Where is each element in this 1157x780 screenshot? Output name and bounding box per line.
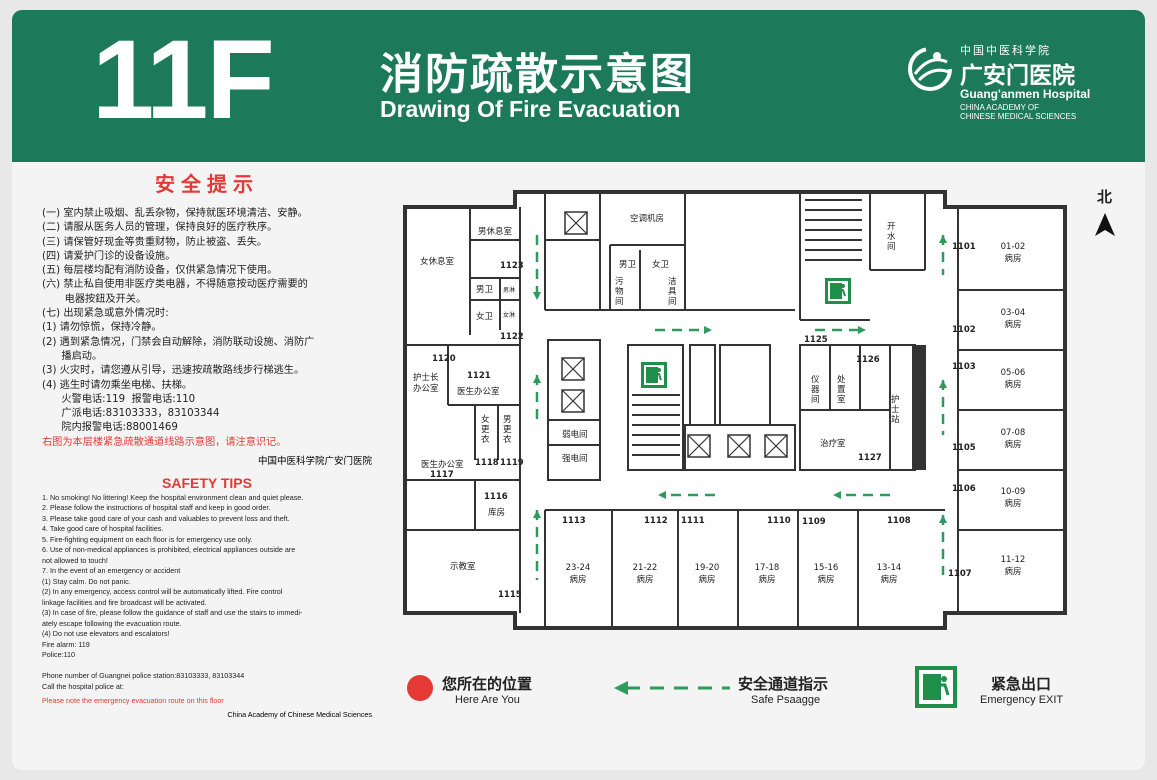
hospital-logo: 中国中医科学院 广安门医院 Guang'anmen Hospital CHINA…	[905, 40, 1105, 130]
notes-title-cn: 安全提示	[155, 172, 259, 196]
legend-route-cn: 安全通道指示	[738, 675, 829, 693]
exit-icon	[915, 666, 957, 708]
legend-exit-en: Emergency EXIT	[980, 694, 1064, 706]
notes-org-en: China Academy of Chinese Medical Science…	[227, 710, 372, 720]
here-dot-icon	[407, 675, 433, 701]
title-english: Drawing Of Fire Evacuation	[380, 96, 681, 122]
notes-body-cn: (一) 室内禁止吸烟、乱丢杂物，保持就医环境清洁、安静。 (二) 请服从医务人员…	[42, 208, 315, 434]
legend-here-en: Here Are You	[455, 694, 520, 706]
logo-line-4: CHINA ACADEMY OF	[960, 103, 1039, 112]
header-banner: 11F 消防疏散示意图 Drawing Of Fire Evacuation 中…	[12, 10, 1145, 162]
logo-line-5: CHINESE MEDICAL SCIENCES	[960, 112, 1077, 121]
logo-icon	[908, 47, 952, 91]
route-arrow-icon	[614, 681, 730, 695]
safety-notes: 安全提示 (一) 室内禁止吸烟、乱丢杂物，保持就医环境清洁、安静。 (二) 请服…	[42, 168, 372, 719]
notes-title-en: SAFETY TIPS	[162, 474, 252, 491]
legend-route-en: Safe Psaagge	[751, 694, 821, 706]
legend-exit-cn: 紧急出口	[991, 675, 1052, 693]
logo-line-3: Guang'anmen Hospital	[960, 87, 1091, 101]
notes-org-cn: 中国中医科学院广安门医院	[257, 455, 372, 467]
floor-number: 11F	[92, 17, 275, 142]
notes-red-cn: 右图为本层楼紧急疏散通道线路示意图，请注意识记。	[42, 436, 287, 448]
logo-line-2: 广安门医院	[960, 63, 1075, 89]
title-chinese: 消防疏散示意图	[380, 50, 695, 100]
notes-red-en: Please note the emergency evacuation rou…	[42, 696, 224, 706]
notes-body-en: 1. No smoking! No littering! Keep the ho…	[42, 492, 304, 691]
logo-line-1: 中国中医科学院	[960, 44, 1051, 57]
legend-here-cn: 您所在的位置	[442, 675, 533, 693]
